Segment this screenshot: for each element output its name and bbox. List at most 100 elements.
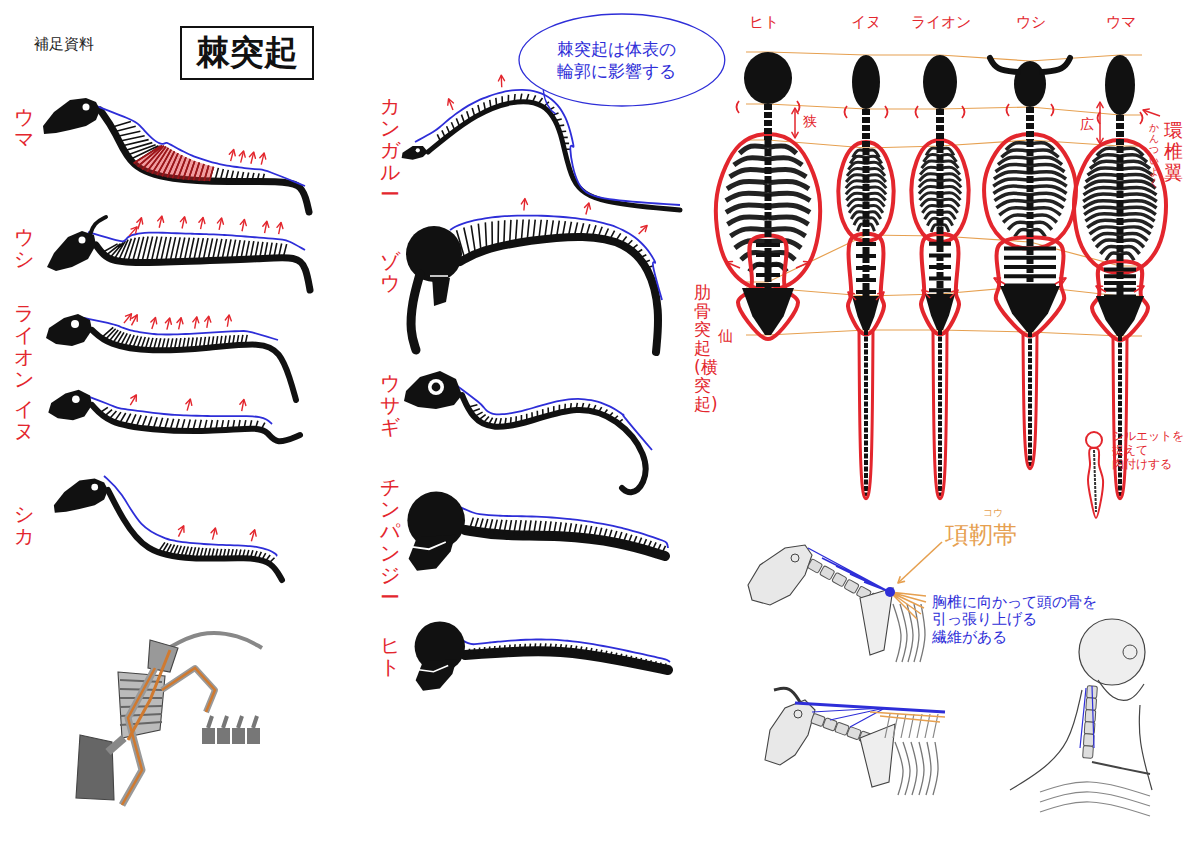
animal-name: ゾウ [380, 250, 400, 294]
arrow-shaft [1134, 286, 1144, 292]
cranium [402, 146, 428, 160]
scapula [860, 724, 895, 787]
ribs [895, 742, 938, 795]
arrow-head [217, 218, 223, 224]
arrow-head [1143, 109, 1149, 115]
body-contour [450, 216, 662, 300]
animal-name: ウシ [1016, 14, 1046, 31]
side-skeleton [46, 314, 296, 400]
arrow-head [199, 217, 205, 223]
side-skeleton [47, 216, 310, 290]
eye-socket [428, 379, 444, 395]
animal-name: ヒト [380, 634, 400, 678]
vertebra [807, 559, 822, 574]
clavicle [1092, 762, 1150, 774]
nuchal-fibres [812, 708, 885, 727]
arrow-head [792, 108, 798, 114]
arrow-head [994, 278, 1001, 283]
arrow [950, 290, 958, 298]
note: シルエットを 捉えて 肉付けする [1112, 430, 1191, 471]
cervical-vertebrae [764, 104, 772, 140]
body-contour [84, 395, 272, 424]
arrow [792, 108, 798, 138]
tail-vertebrae [1118, 336, 1122, 496]
arrow-head [137, 218, 143, 224]
tail-vertebrae [864, 330, 868, 496]
animal-name: ヒト [749, 14, 779, 31]
cranium [54, 479, 108, 513]
arrow-head [131, 395, 136, 401]
arrow-shaft [124, 314, 132, 323]
spinous-processes [112, 121, 265, 181]
arrow [1055, 278, 1066, 284]
cranium [46, 314, 92, 346]
part-name: 肋骨突起(横突起) [694, 283, 711, 414]
shoulder [1139, 705, 1152, 790]
furigana: コウ [983, 507, 1003, 519]
arrow-head [521, 199, 527, 205]
arrow-head [260, 153, 266, 159]
arrow-shaft [994, 278, 1005, 284]
arrow [158, 216, 164, 228]
arrow [521, 199, 527, 211]
eye-socket [791, 554, 799, 562]
arrow [796, 261, 810, 268]
spinous-processes [100, 407, 265, 431]
pelvis [742, 288, 794, 335]
spinous-processes [437, 94, 570, 150]
arrow [1143, 109, 1160, 116]
arrow-shaft [848, 292, 856, 300]
arrow-head [158, 216, 164, 222]
spinous-processes [469, 517, 665, 554]
body-contour [455, 636, 670, 662]
arrow [211, 528, 217, 540]
horn [774, 688, 800, 702]
atlas-mark [845, 106, 888, 118]
arrow-head [193, 317, 199, 323]
silhouette-outline [1113, 336, 1127, 499]
arrow-head [211, 528, 217, 534]
vertebral-column [465, 651, 668, 670]
arrow-head [186, 399, 192, 405]
width-note: 狭 [803, 113, 817, 129]
animal-name: ウマ [14, 106, 34, 150]
eye-socket [83, 104, 90, 111]
human-skull [1079, 619, 1145, 685]
vertebral-column [1117, 146, 1124, 296]
atlas-mark [1098, 112, 1143, 124]
arrow-shaft [876, 292, 884, 300]
animal-name: チンパンジー [380, 476, 400, 608]
spinous-processes [468, 403, 623, 427]
ligament-anchor [885, 587, 895, 597]
skull [415, 621, 465, 690]
side-skeleton [407, 492, 668, 571]
trunk [411, 274, 420, 350]
arrow-head [178, 526, 184, 532]
nuchal-ligament [795, 703, 945, 712]
body-contour [455, 505, 668, 548]
animal-name: ウシ [14, 226, 34, 270]
arrow [124, 314, 132, 323]
vertebra [1083, 734, 1094, 747]
vertebra-detail [232, 728, 245, 744]
arrow-shaft [1096, 286, 1106, 292]
arrow-head [1096, 286, 1102, 292]
animal-name: ウマ [1106, 14, 1136, 31]
pelvis [925, 294, 955, 330]
level-lines [746, 52, 1142, 336]
jaw [416, 659, 457, 691]
neck-outline [1010, 690, 1082, 790]
section-tag: 補足資料 [34, 36, 94, 53]
atlas-mark [1007, 104, 1054, 116]
arrow [239, 151, 245, 163]
arrow [240, 219, 246, 231]
arrow-head [205, 316, 211, 322]
furigana: かんついよく [1149, 122, 1159, 188]
atlas-mark [916, 106, 965, 118]
vertebra-detail [217, 728, 230, 744]
arrow [498, 75, 504, 87]
vertebral-column [462, 395, 646, 492]
arrow-shaft [130, 395, 136, 405]
part-name: 項靭帯 [945, 522, 1017, 550]
arrow-shaft [129, 227, 137, 236]
